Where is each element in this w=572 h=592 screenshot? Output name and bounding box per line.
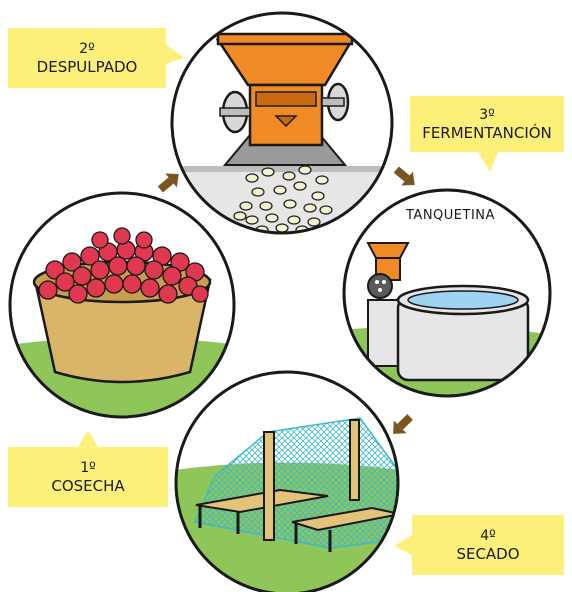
label-tail-4 — [394, 535, 412, 555]
tank-label: TANQUETINA — [406, 208, 495, 223]
step-4-label: 4º SECADO — [412, 515, 564, 575]
fermentacion-circle — [342, 188, 552, 398]
step-3-label: 3º FERMENTANCIÓN — [410, 96, 564, 152]
step-3-number: 3º — [479, 107, 495, 123]
flow-arrows — [157, 166, 415, 434]
label-tail-2 — [166, 44, 184, 64]
secado-circle — [174, 370, 400, 592]
step-4-name: SECADO — [456, 545, 520, 563]
label-tail-1 — [78, 430, 98, 447]
label-tail-3 — [478, 152, 498, 172]
tank-water — [407, 290, 519, 310]
pulper-wheel — [367, 273, 393, 299]
step-1-name: COSECHA — [51, 477, 125, 495]
cosecha-circle — [8, 191, 236, 419]
arrow-2-to-3 — [393, 166, 415, 186]
step-2-name: DESPULPADO — [36, 58, 138, 76]
basket — [33, 278, 212, 384]
step-2-label: 2º DESPULPADO — [8, 28, 166, 88]
despulpado-circle — [170, 11, 394, 235]
step-1-number: 1º — [80, 460, 96, 476]
step-4-number: 4º — [480, 528, 496, 544]
coffee-cherries — [38, 227, 209, 304]
step-2-number: 2º — [79, 41, 95, 57]
step-3-name: FERMENTANCIÓN — [422, 124, 552, 142]
arrow-1-to-2 — [157, 173, 179, 193]
step-1-label: 1º COSECHA — [8, 447, 168, 507]
arrow-3-to-4 — [393, 414, 413, 434]
support-pole — [263, 431, 275, 541]
